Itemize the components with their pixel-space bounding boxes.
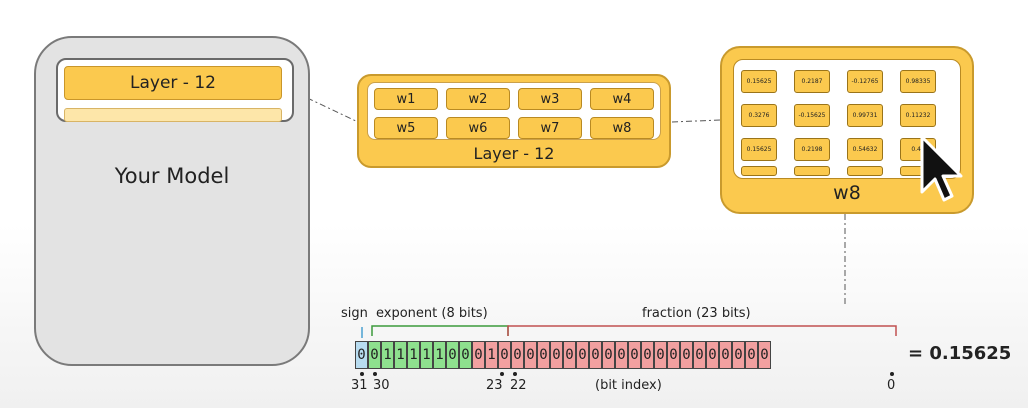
fraction-label: fraction (23 bits) <box>642 306 751 321</box>
w8-value: 0.99731 <box>847 104 883 127</box>
weight-w6: w6 <box>446 117 510 139</box>
fraction-bit: 0 <box>511 341 524 369</box>
fraction-bit: 0 <box>745 341 758 369</box>
w8-value: 0.15625 <box>741 138 777 161</box>
w8-value: -0.15625 <box>794 104 830 127</box>
w8-value-partial <box>794 166 830 176</box>
fraction-bit: 0 <box>641 341 654 369</box>
exponent-label: exponent (8 bits) <box>376 306 488 321</box>
weight-w5: w5 <box>374 117 438 139</box>
exponent-bit: 1 <box>381 341 394 369</box>
sign-bit: 0 <box>355 341 368 369</box>
fraction-bit: 1 <box>485 341 498 369</box>
w8-value: 0.98335 <box>900 70 936 93</box>
weight-w3: w3 <box>518 88 582 110</box>
exponent-bit: 0 <box>446 341 459 369</box>
fraction-bit: 0 <box>693 341 706 369</box>
w8-value: 0.3276 <box>741 104 777 127</box>
exponent-bit: 1 <box>420 341 433 369</box>
fraction-bit: 0 <box>550 341 563 369</box>
layer-title: Layer - 12 <box>473 144 555 163</box>
exponent-bit: 0 <box>368 341 381 369</box>
value-equation: = 0.15625 <box>908 343 1012 364</box>
w8-title: w8 <box>833 182 861 204</box>
exponent-bit: 0 <box>459 341 472 369</box>
w8-value: 0.11232 <box>900 104 936 127</box>
weight-w2: w2 <box>446 88 510 110</box>
fraction-bit: 0 <box>706 341 719 369</box>
fraction-bit: 0 <box>732 341 745 369</box>
exponent-bit: 1 <box>394 341 407 369</box>
model-title: Your Model <box>114 164 230 188</box>
bit-index-0: 0 <box>887 378 896 393</box>
w8-value: 0.2187 <box>794 70 830 93</box>
weight-w8: w8 <box>590 117 654 139</box>
model-next-layer <box>64 108 282 122</box>
w8-value: -0.12765 <box>847 70 883 93</box>
fraction-bit: 0 <box>563 341 576 369</box>
fraction-bit: 0 <box>472 341 485 369</box>
fraction-bit: 0 <box>667 341 680 369</box>
fraction-bit: 0 <box>719 341 732 369</box>
fraction-bit: 0 <box>628 341 641 369</box>
model-layer-12: Layer - 12 <box>64 66 282 100</box>
bit-index-22: 22 <box>510 378 527 393</box>
exponent-bit: 1 <box>407 341 420 369</box>
w8-value: 0.15625 <box>741 70 777 93</box>
fraction-bit: 0 <box>680 341 693 369</box>
sign-label: sign <box>341 306 368 321</box>
fraction-bit: 0 <box>537 341 550 369</box>
mouse-cursor-icon <box>920 135 963 202</box>
bit-index-caption: (bit index) <box>595 378 662 393</box>
fraction-bit: 0 <box>589 341 602 369</box>
weight-w7: w7 <box>518 117 582 139</box>
fraction-bit: 0 <box>758 341 771 369</box>
bit-index-23: 23 <box>486 378 503 393</box>
w8-value-partial <box>847 166 883 176</box>
w8-value-partial <box>741 166 777 176</box>
weight-w4: w4 <box>590 88 654 110</box>
fraction-bit: 0 <box>524 341 537 369</box>
exponent-bit: 1 <box>433 341 446 369</box>
bit-index-30: 30 <box>373 378 390 393</box>
fraction-bit: 0 <box>615 341 628 369</box>
weight-w1: w1 <box>374 88 438 110</box>
fraction-bit: 0 <box>654 341 667 369</box>
w8-value: 0.2198 <box>794 138 830 161</box>
w8-value: 0.54632 <box>847 138 883 161</box>
bit-index-31: 31 <box>351 378 368 393</box>
fraction-bit: 0 <box>576 341 589 369</box>
fraction-bit: 0 <box>602 341 615 369</box>
fraction-bit: 0 <box>498 341 511 369</box>
